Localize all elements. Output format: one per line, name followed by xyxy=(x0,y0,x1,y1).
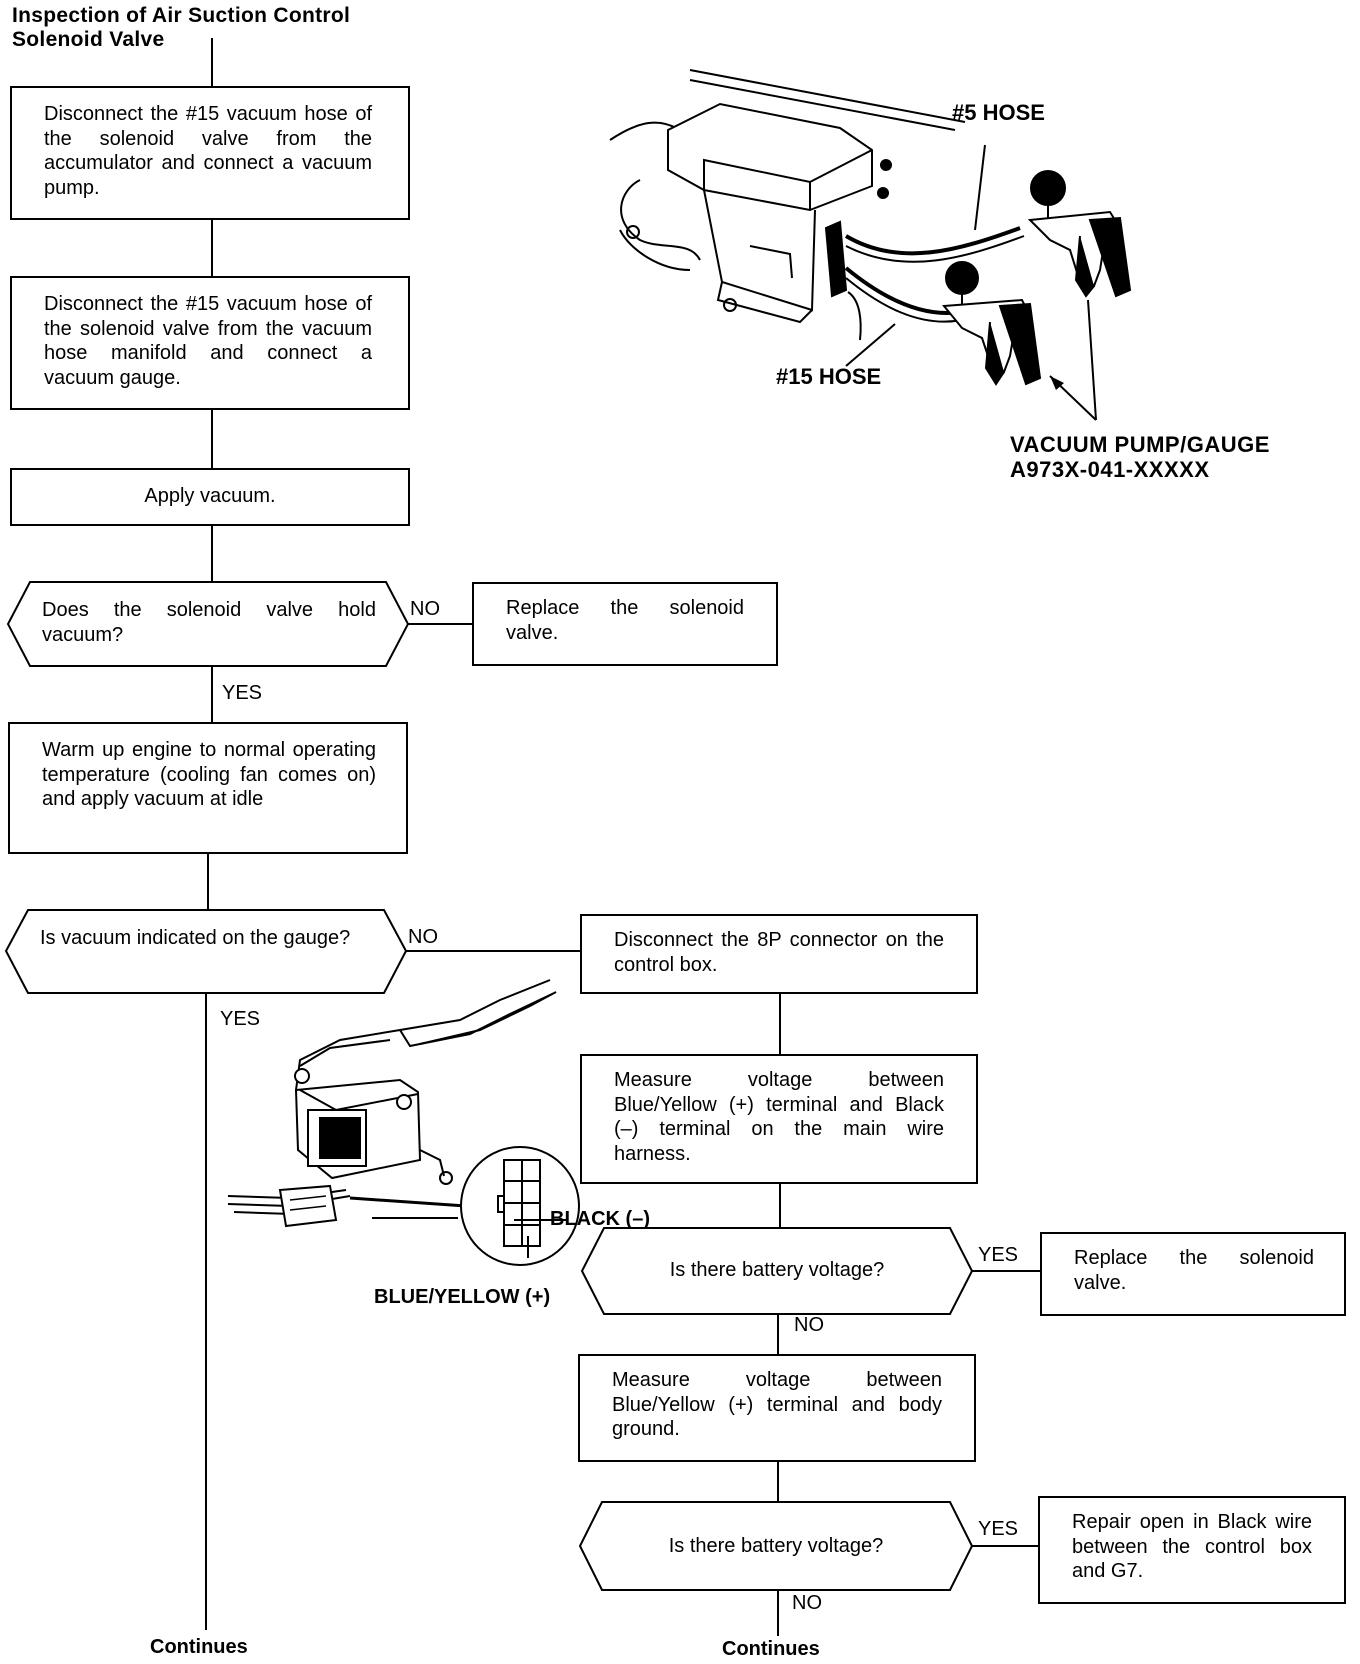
branch-label-no-1: NO xyxy=(410,598,440,620)
result-replace-valve-box: Replace the solenoid valve. xyxy=(472,582,778,666)
step-disconnect-accumulator-box: Disconnect the #15 vacuum hose of the so… xyxy=(10,86,410,220)
decision-hold-vacuum-text: Does the solenoid valve hold vacuum? xyxy=(42,599,376,646)
title-line-2: Solenoid Valve xyxy=(12,28,165,51)
step-measure-ground-text: Measure voltage between Blue/Yellow (+) … xyxy=(612,1369,942,1440)
step-measure-ground-box: Measure voltage between Blue/Yellow (+) … xyxy=(578,1354,976,1462)
vacuum-pump-label: VACUUM PUMP/GAUGE xyxy=(1010,432,1270,457)
step-disconnect-8p-box: Disconnect the 8P connector on the contr… xyxy=(580,914,978,994)
branch-label-yes-4: YES xyxy=(978,1518,1019,1540)
decision-diamond-3 xyxy=(580,1227,974,1315)
branch-label-no-4: NO xyxy=(792,1592,822,1614)
result-replace-valve-text: Replace the solenoid valve. xyxy=(506,597,744,644)
hose-15-label: #15 HOSE xyxy=(776,364,882,389)
vacuum-pump-illustration xyxy=(609,69,1132,421)
blue-yellow-terminal-label: BLUE/YELLOW (+) xyxy=(374,1286,551,1308)
branch-label-no-2: NO xyxy=(408,926,438,948)
decision-diamond-2 xyxy=(4,909,408,994)
decision-diamond-4 xyxy=(578,1501,974,1591)
flow-connectors xyxy=(205,38,1040,1636)
result-repair-black-wire-text: Repair open in Black wire between the co… xyxy=(1072,1511,1312,1582)
continues-right: Continues xyxy=(722,1638,820,1660)
step-apply-vacuum-text: Apply vacuum. xyxy=(144,485,276,507)
result-repair-black-wire-box: Repair open in Black wire between the co… xyxy=(1038,1496,1346,1604)
connector-illustration xyxy=(227,979,580,1266)
branch-label-no-3: NO xyxy=(794,1314,824,1336)
decision-vacuum-indicated-text: Is vacuum indicated on the gauge? xyxy=(40,927,351,949)
step-measure-black-box: Measure voltage between Blue/Yellow (+) … xyxy=(580,1054,978,1184)
step-warm-up-text: Warm up engine to normal operating tempe… xyxy=(42,739,376,810)
step-measure-black-text: Measure voltage between Blue/Yellow (+) … xyxy=(614,1069,944,1165)
decision-diamonds xyxy=(4,581,974,1591)
decision-battery-voltage-1-text: Is there battery voltage? xyxy=(669,1259,885,1281)
decision-battery-voltage-2-text: Is there battery voltage? xyxy=(668,1535,884,1557)
branch-label-yes-2: YES xyxy=(220,1008,261,1030)
result-replace-valve-2-box: Replace the solenoid valve. xyxy=(1040,1232,1346,1316)
result-replace-valve-2-text: Replace the solenoid valve. xyxy=(1074,1247,1314,1294)
step-disconnect-manifold-box: Disconnect the #15 vacuum hose of the so… xyxy=(10,276,410,410)
step-disconnect-manifold-text: Disconnect the #15 vacuum hose of the so… xyxy=(44,293,372,389)
decision-diamond-1 xyxy=(6,581,410,667)
step-disconnect-8p-text: Disconnect the 8P connector on the contr… xyxy=(614,929,944,976)
step-warm-up-box: Warm up engine to normal operating tempe… xyxy=(8,722,408,854)
page-title: Inspection of Air Suction Control Soleno… xyxy=(12,4,350,52)
branch-label-yes-1: YES xyxy=(222,682,263,704)
branch-label-yes-3: YES xyxy=(978,1244,1019,1266)
step-apply-vacuum-box: Apply vacuum. xyxy=(10,468,410,526)
step-disconnect-accumulator-text: Disconnect the #15 vacuum hose of the so… xyxy=(44,103,372,199)
vacuum-pump-part-number: A973X-041-XXXXX xyxy=(1010,457,1210,482)
hose-5-label: #5 HOSE xyxy=(952,100,1045,125)
continues-left: Continues xyxy=(150,1636,248,1658)
black-terminal-label: BLACK (–) xyxy=(550,1208,650,1230)
title-line-1: Inspection of Air Suction Control xyxy=(12,4,351,27)
